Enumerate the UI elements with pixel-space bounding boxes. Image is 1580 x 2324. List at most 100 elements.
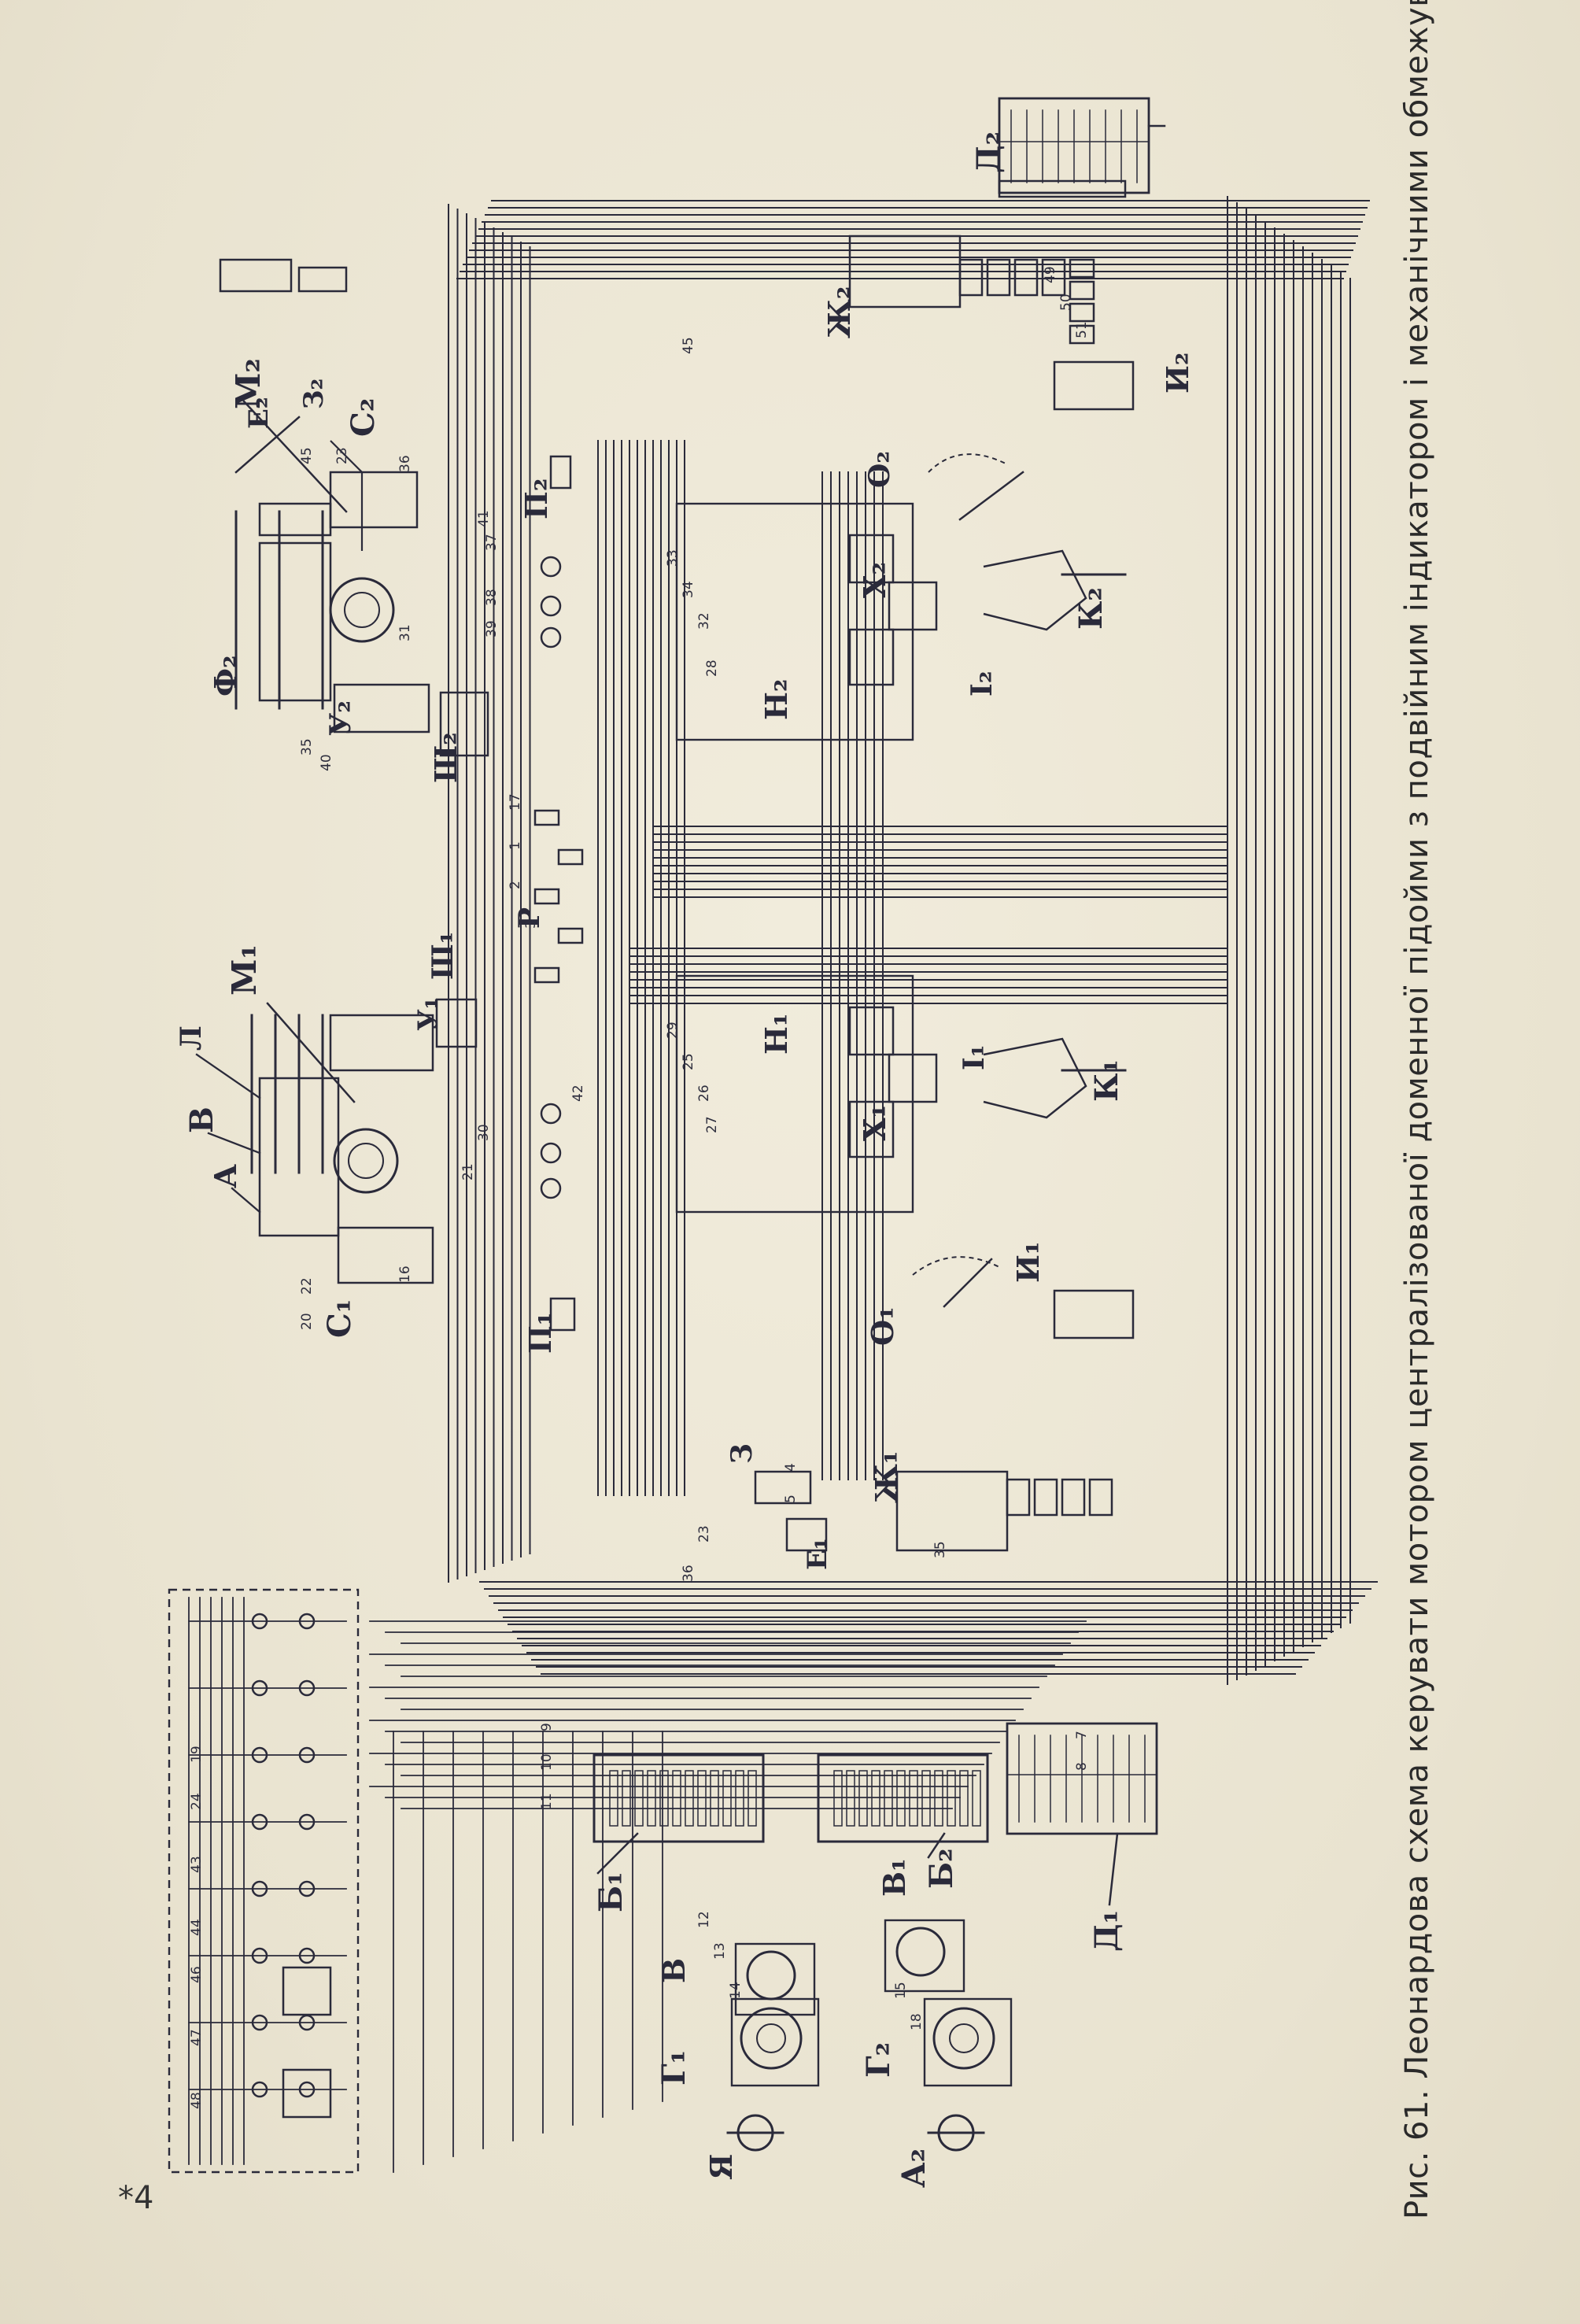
relay-panel-b2-cell: [921, 1770, 931, 1827]
relay-coil: [251, 1880, 268, 1897]
component-label-V1: В₁: [877, 1858, 912, 1897]
component-label-E1: Е₁: [802, 1538, 833, 1570]
control-panel-frame: [168, 1588, 360, 2174]
contact-p1: [549, 1297, 576, 1332]
relay-i2-contact: [1069, 280, 1095, 301]
relay-c1: [337, 1226, 434, 1284]
component-label-Z: З: [725, 1443, 759, 1464]
wire-number: 2: [508, 881, 523, 889]
switch-sh2: [439, 691, 489, 757]
component-label-G1: Г₁: [655, 2050, 692, 2086]
wire-number: 14: [728, 1982, 744, 1999]
terminal-r: [533, 809, 560, 826]
relay-c2: [329, 471, 419, 529]
indicator-o1-scale: [912, 1256, 1000, 1276]
component-label-I1: І₁: [958, 1044, 991, 1070]
component-label-Z2: З₂: [298, 379, 330, 409]
terminal-r: [557, 848, 584, 866]
component-label-X2: Х₂: [857, 562, 892, 598]
wire-number: 23: [696, 1525, 712, 1543]
relay-coil: [251, 2014, 268, 2031]
relay-coil: [251, 1813, 268, 1831]
resistor-bank-f2-top: [258, 502, 332, 537]
indicator-d2: [998, 97, 1150, 194]
wire-number: 36: [397, 455, 413, 472]
wire-number: 46: [189, 1966, 205, 1983]
wire-number: 48: [189, 2092, 205, 2109]
relay-coil: [298, 1947, 316, 1964]
generator-g2-core: [949, 2023, 979, 2053]
relay-u1: [329, 1014, 434, 1072]
component-label-N1: Н₁: [759, 1013, 794, 1055]
relay-i1: [1053, 1289, 1135, 1339]
limit-z: [754, 1470, 812, 1505]
wire-number: 15: [893, 1982, 909, 1999]
relay-coil: [251, 2081, 268, 2098]
generator-g1-core: [756, 2023, 786, 2053]
leader-line: [242, 400, 348, 513]
wire-number: 35: [932, 1541, 948, 1558]
component-label-Zh2: Ж₂: [821, 286, 857, 339]
component-label-I2: І₂: [965, 671, 999, 696]
component-label-P2: П₂: [519, 478, 554, 519]
relay-coil: [251, 1947, 268, 1964]
wire-number: 12: [696, 1911, 712, 1928]
wire-number: 17: [508, 793, 523, 811]
gauge-35: [540, 1142, 562, 1164]
lever-k1: [983, 1037, 1087, 1119]
component-label-Zh1: Ж₁: [869, 1451, 904, 1504]
terminal-r: [533, 888, 560, 905]
relay-panel-b2-cell: [972, 1770, 981, 1827]
resistor-bank-f2: [258, 541, 332, 702]
wire-number: 28: [704, 660, 720, 677]
control-panel-relay-41: [282, 1966, 332, 2016]
lever-k2: [983, 549, 1087, 631]
limit-z-contact: [785, 1517, 828, 1552]
brake-x2: [888, 581, 938, 631]
wire-number: 30: [476, 1124, 492, 1141]
relay-zh1-contact: [1061, 1478, 1086, 1517]
component-label-N2: Н₂: [759, 678, 794, 720]
exciter-v1-frame: [884, 1919, 965, 1993]
relay-zh1-contact: [1033, 1478, 1058, 1517]
relay-panel-b2-cell: [959, 1770, 969, 1827]
exciter-v: [746, 1950, 796, 2001]
motor-m2-core: [344, 592, 380, 628]
contact-x2b: [848, 628, 895, 686]
component-label-K1: К₁: [1088, 1059, 1125, 1102]
wire-number: 41: [476, 510, 492, 527]
wire-number: 50: [1058, 294, 1074, 311]
component-label-B1: Б₁: [592, 1871, 629, 1912]
indicator-o2-needle: [958, 471, 1024, 521]
component-label-X1: Х₁: [857, 1105, 892, 1141]
component-label-C1: С₁: [321, 1299, 358, 1338]
wire-number: 23: [334, 447, 350, 464]
relay-panel-b1-cell: [685, 1770, 694, 1827]
wire-number: 43: [189, 1856, 205, 1873]
generator-g2-frame: [923, 1997, 1013, 2087]
relay-coil: [298, 1613, 316, 1630]
relay-panel-b2-cell: [833, 1770, 843, 1827]
component-label-I1b: И₁: [1010, 1241, 1046, 1283]
relay-coil: [298, 1813, 316, 1831]
relay-panel-b2-cell: [909, 1770, 918, 1827]
gauge-40b: [540, 1177, 562, 1199]
relay-panel-b1-cell: [647, 1770, 656, 1827]
terminal-r: [533, 966, 560, 984]
figure-caption: Рис. 61. Леонардова схема керувати мотор…: [1399, 0, 1435, 2219]
wire-number: 34: [681, 581, 696, 598]
leader-line: [234, 416, 301, 474]
relay-zh2-contact: [986, 258, 1011, 297]
component-label-G2: Г₂: [860, 2042, 897, 2078]
relay-panel-b1-cell: [609, 1770, 618, 1827]
wire-number: 47: [189, 2029, 205, 2046]
component-label-D1: Д₁: [1088, 1910, 1125, 1952]
relay-panel-b1: [592, 1753, 765, 1843]
frame-n2: [675, 502, 914, 741]
generator-g1: [740, 2007, 803, 2070]
component-label-Ya: Я: [703, 2153, 739, 2180]
relay-panel-b1-cell: [672, 1770, 681, 1827]
relay-panel-b1-cell: [710, 1770, 719, 1827]
relay-panel-b2-cell: [934, 1770, 943, 1827]
